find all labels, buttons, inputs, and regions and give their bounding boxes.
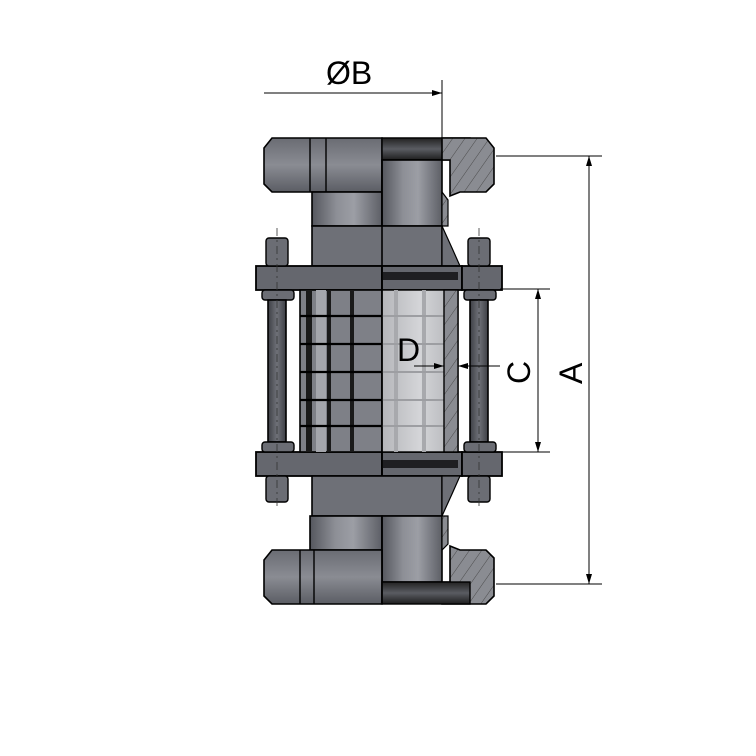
top-nut-section xyxy=(441,137,495,198)
bottom-flange xyxy=(255,451,503,477)
top-nut xyxy=(263,137,383,193)
dimension-C: C xyxy=(488,288,550,453)
bottom-groove xyxy=(381,581,471,605)
bottom-union xyxy=(263,475,495,605)
dimension-label-B: ØB xyxy=(326,55,372,91)
dimension-label-D: D xyxy=(397,332,420,368)
top-pipe-section xyxy=(381,159,443,227)
top-union xyxy=(263,137,495,267)
top-flange xyxy=(255,265,503,291)
dimension-A: A xyxy=(496,155,602,585)
bottom-nut xyxy=(263,549,383,605)
glass-wall-section xyxy=(443,289,459,453)
bolt-right xyxy=(463,228,497,508)
dimension-label-A: A xyxy=(553,362,589,384)
dimension-B: ØB xyxy=(264,55,443,226)
bolt-left xyxy=(261,228,295,508)
dimension-D: D xyxy=(397,332,488,369)
top-neck-outer xyxy=(311,191,383,227)
dimension-label-C: C xyxy=(501,361,537,384)
sight-glass xyxy=(299,266,459,476)
